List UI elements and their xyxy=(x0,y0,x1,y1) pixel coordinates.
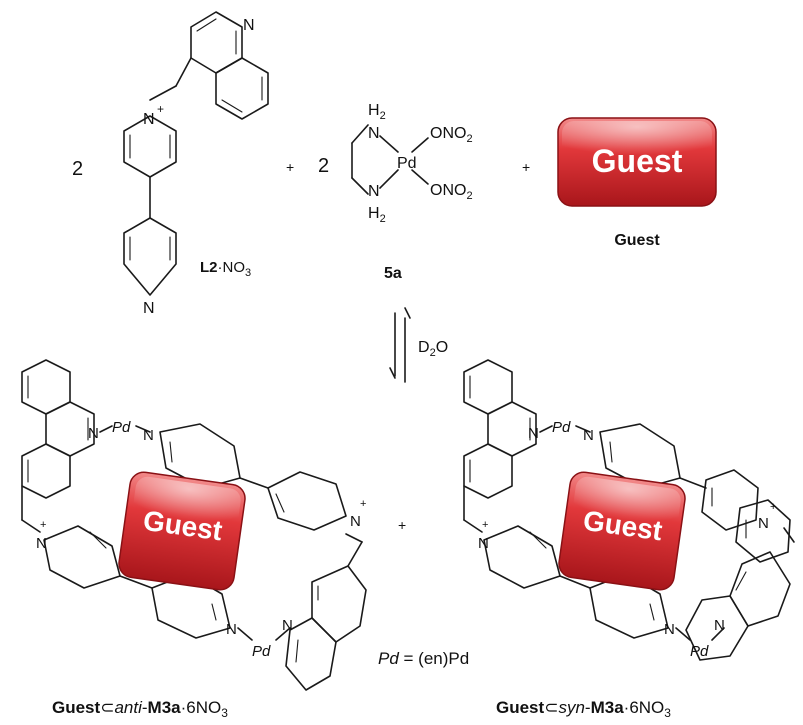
guest-badge-reactant: Guest xyxy=(557,117,717,207)
complex-ono2-top: ONO2 xyxy=(430,125,473,145)
complex-h2-top: H2 xyxy=(368,102,386,122)
anti-atom-pd-1: Pd xyxy=(112,419,131,436)
anti-atom-n-1: N xyxy=(88,425,99,442)
plus-sign-1: + xyxy=(286,159,294,175)
guest-label: Guest xyxy=(614,232,660,249)
anti-charge-2: + xyxy=(40,519,46,531)
syn-atom-pd-2: Pd xyxy=(690,643,709,660)
anti-product-label: Guest⊂anti-M3a·6NO3 xyxy=(52,698,228,720)
complex-label: 5a xyxy=(384,265,402,282)
complex-5a-structure xyxy=(351,124,429,195)
anti-atom-n-5: N xyxy=(226,621,237,638)
complex-coefficient: 2 xyxy=(318,155,329,177)
guest-badge-syn: Guest xyxy=(558,471,686,591)
ligand-charge: + xyxy=(157,102,164,116)
syn-atom-n-2: N xyxy=(583,427,594,444)
anti-charge-1: + xyxy=(360,498,366,510)
pd-definition: Pd = (en)Pd xyxy=(378,649,469,668)
syn-m3a-structure xyxy=(463,359,795,661)
anti-atom-pd-2: Pd xyxy=(252,643,271,660)
ligand-atom-n-pyridine: N xyxy=(143,300,155,317)
ligand-l2-structure xyxy=(123,11,269,296)
complex-ono2-bottom: ONO2 xyxy=(430,182,473,202)
solvent-label: D2O xyxy=(418,339,448,359)
plus-sign-2: + xyxy=(522,159,530,175)
ligand-coefficient: 2 xyxy=(72,158,83,180)
complex-h2-bottom: H2 xyxy=(368,205,386,225)
syn-product-label: Guest⊂syn-M3a·6NO3 xyxy=(496,698,671,720)
anti-atom-n-2: N xyxy=(143,427,154,444)
anti-atom-n-6: N xyxy=(282,617,293,634)
anti-atom-n-3: N xyxy=(350,513,361,530)
complex-atom-n-bottom: N xyxy=(368,183,380,200)
syn-atom-n-1: N xyxy=(528,425,539,442)
syn-atom-n-4: N xyxy=(478,535,489,552)
complex-atom-pd: Pd xyxy=(397,155,417,172)
syn-charge-1: + xyxy=(770,501,776,513)
guest-badge-anti: Guest xyxy=(118,471,246,591)
ligand-atom-n-quinoline: N xyxy=(243,17,255,34)
syn-atom-n-6: N xyxy=(714,617,725,634)
complex-atom-n-top: N xyxy=(368,125,380,142)
plus-sign-products: + xyxy=(398,517,406,533)
ligand-atom-n-pyridinium: N xyxy=(143,111,155,128)
syn-atom-n-3: N xyxy=(758,515,769,532)
syn-atom-n-5: N xyxy=(664,621,675,638)
syn-atom-pd-1: Pd xyxy=(552,419,571,436)
guest-badge-text: Guest xyxy=(592,143,683,179)
equilibrium-arrows xyxy=(389,307,411,383)
anti-m3a-structure xyxy=(21,359,367,691)
ligand-label: L2·NO3 xyxy=(200,259,251,279)
syn-charge-2: + xyxy=(482,519,488,531)
anti-atom-n-4: N xyxy=(36,535,47,552)
